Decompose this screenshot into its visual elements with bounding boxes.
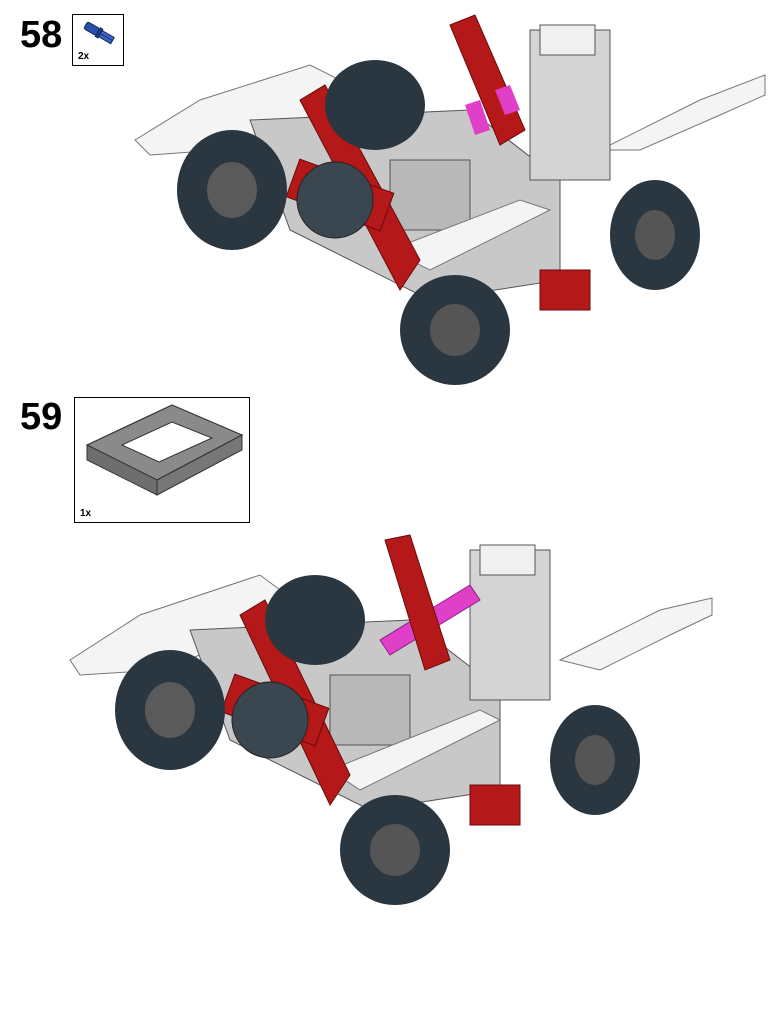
step-58-model — [134, 14, 766, 385]
step-59-model — [69, 534, 713, 905]
step-number: 58 — [20, 14, 63, 56]
step-number: 59 — [20, 396, 63, 438]
part-quantity: 1x — [80, 508, 92, 519]
part-quantity: 2x — [78, 51, 90, 62]
parts-callout: 2x — [72, 14, 124, 66]
parts-callout: 1x — [74, 397, 250, 523]
axle-pin-icon — [83, 21, 115, 45]
open-frame-icon — [85, 404, 244, 496]
